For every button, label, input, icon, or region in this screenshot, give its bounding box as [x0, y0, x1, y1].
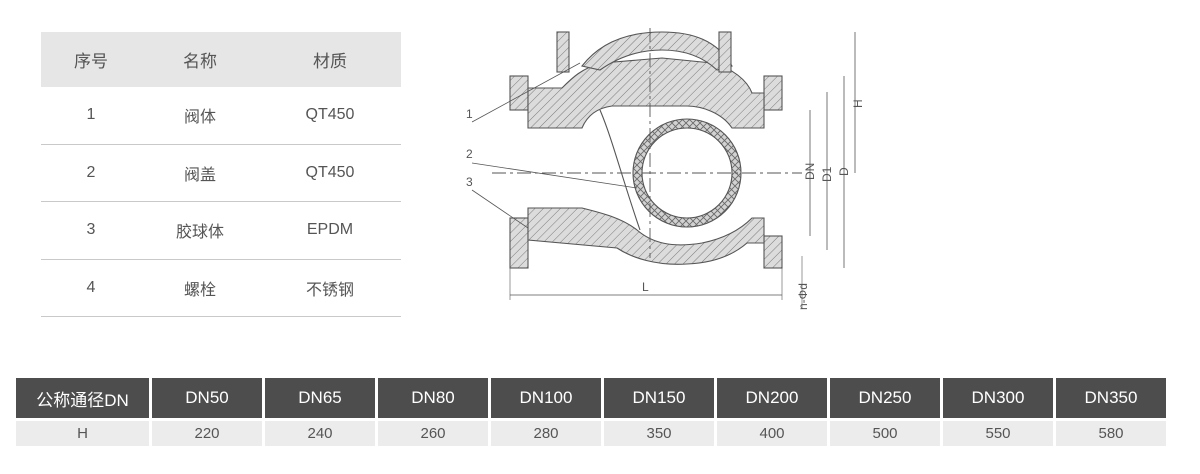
h-value: 350: [604, 421, 714, 446]
header-size: DN150: [604, 378, 714, 418]
dimension-table: 公称通径DN DN50 DN65 DN80 DN100 DN150 DN200 …: [16, 378, 1183, 446]
header-size: DN50: [152, 378, 262, 418]
header-index: 序号: [74, 52, 108, 71]
label-dim-d1: D1: [820, 166, 834, 182]
header-size: DN80: [378, 378, 488, 418]
valve-section-diagram: 1 2 3 H D D1 DN L n-Φd: [466, 28, 865, 310]
bonnet-cover: [581, 31, 733, 71]
body-lower: [527, 207, 765, 265]
header-nominal-diameter: 公称通径DN: [16, 378, 149, 418]
h-value: 580: [1056, 421, 1166, 446]
header-size: DN250: [830, 378, 940, 418]
header-size: DN65: [265, 378, 375, 418]
part-index: 2: [86, 163, 96, 181]
part-index: 1: [86, 106, 96, 124]
parts-table: 序号 名称 材质 1 阀体 QT450 2 阀盖 QT450 3 胶球体 EPD…: [41, 32, 401, 317]
h-value: 220: [152, 421, 262, 446]
part-name: 阀盖: [183, 166, 216, 184]
part-material: QT450: [305, 163, 355, 181]
label-part-2: 2: [466, 147, 473, 161]
label-dim-d: D: [837, 167, 851, 176]
part-index: 4: [86, 278, 96, 296]
right-flange-lower: [763, 235, 783, 269]
table-row: 3 胶球体 EPDM: [41, 202, 401, 260]
guide-rib: [599, 109, 641, 231]
bolt-right: [718, 31, 732, 73]
table-row: 1 阀体 QT450: [41, 87, 401, 145]
row-label-h: H: [16, 421, 149, 446]
header-size: DN350: [1056, 378, 1166, 418]
table-row: 2 阀盖 QT450: [41, 145, 401, 202]
h-value: 500: [830, 421, 940, 446]
header-material: 材质: [313, 52, 347, 71]
right-flange: [763, 75, 783, 111]
h-value: 400: [717, 421, 827, 446]
header-name: 名称: [183, 52, 217, 71]
h-value: 260: [378, 421, 488, 446]
part-name: 胶球体: [175, 224, 224, 242]
left-flange-lower: [509, 217, 529, 269]
label-dim-bolt: n-Φd: [796, 283, 810, 310]
leader-2: [471, 162, 638, 189]
header-size: DN300: [943, 378, 1053, 418]
part-index: 3: [86, 221, 96, 239]
header-size: DN100: [491, 378, 601, 418]
bolt-left: [556, 31, 570, 73]
table-row: H 220 240 260 280 350 400 500 550 580: [16, 418, 1183, 446]
h-value: 280: [491, 421, 601, 446]
part-material: QT450: [305, 106, 355, 124]
label-dim-h: H: [851, 99, 865, 108]
label-dim-dn: DN: [803, 163, 817, 180]
label-part-1: 1: [466, 107, 473, 121]
label-dim-l: L: [642, 280, 649, 294]
parts-table-header: 序号 名称 材质: [41, 32, 401, 87]
header-size: DN200: [717, 378, 827, 418]
part-name: 螺栓: [183, 281, 216, 299]
h-value: 240: [265, 421, 375, 446]
table-row: 4 螺栓 不锈钢: [41, 260, 401, 317]
dimension-header-row: 公称通径DN DN50 DN65 DN80 DN100 DN150 DN200 …: [16, 378, 1183, 418]
part-material: EPDM: [306, 221, 354, 239]
h-value: 550: [943, 421, 1053, 446]
leader-1: [471, 62, 581, 123]
part-material: 不锈钢: [305, 281, 354, 299]
label-part-3: 3: [466, 175, 473, 189]
part-name: 阀体: [183, 109, 216, 127]
leader-3: [471, 189, 529, 229]
